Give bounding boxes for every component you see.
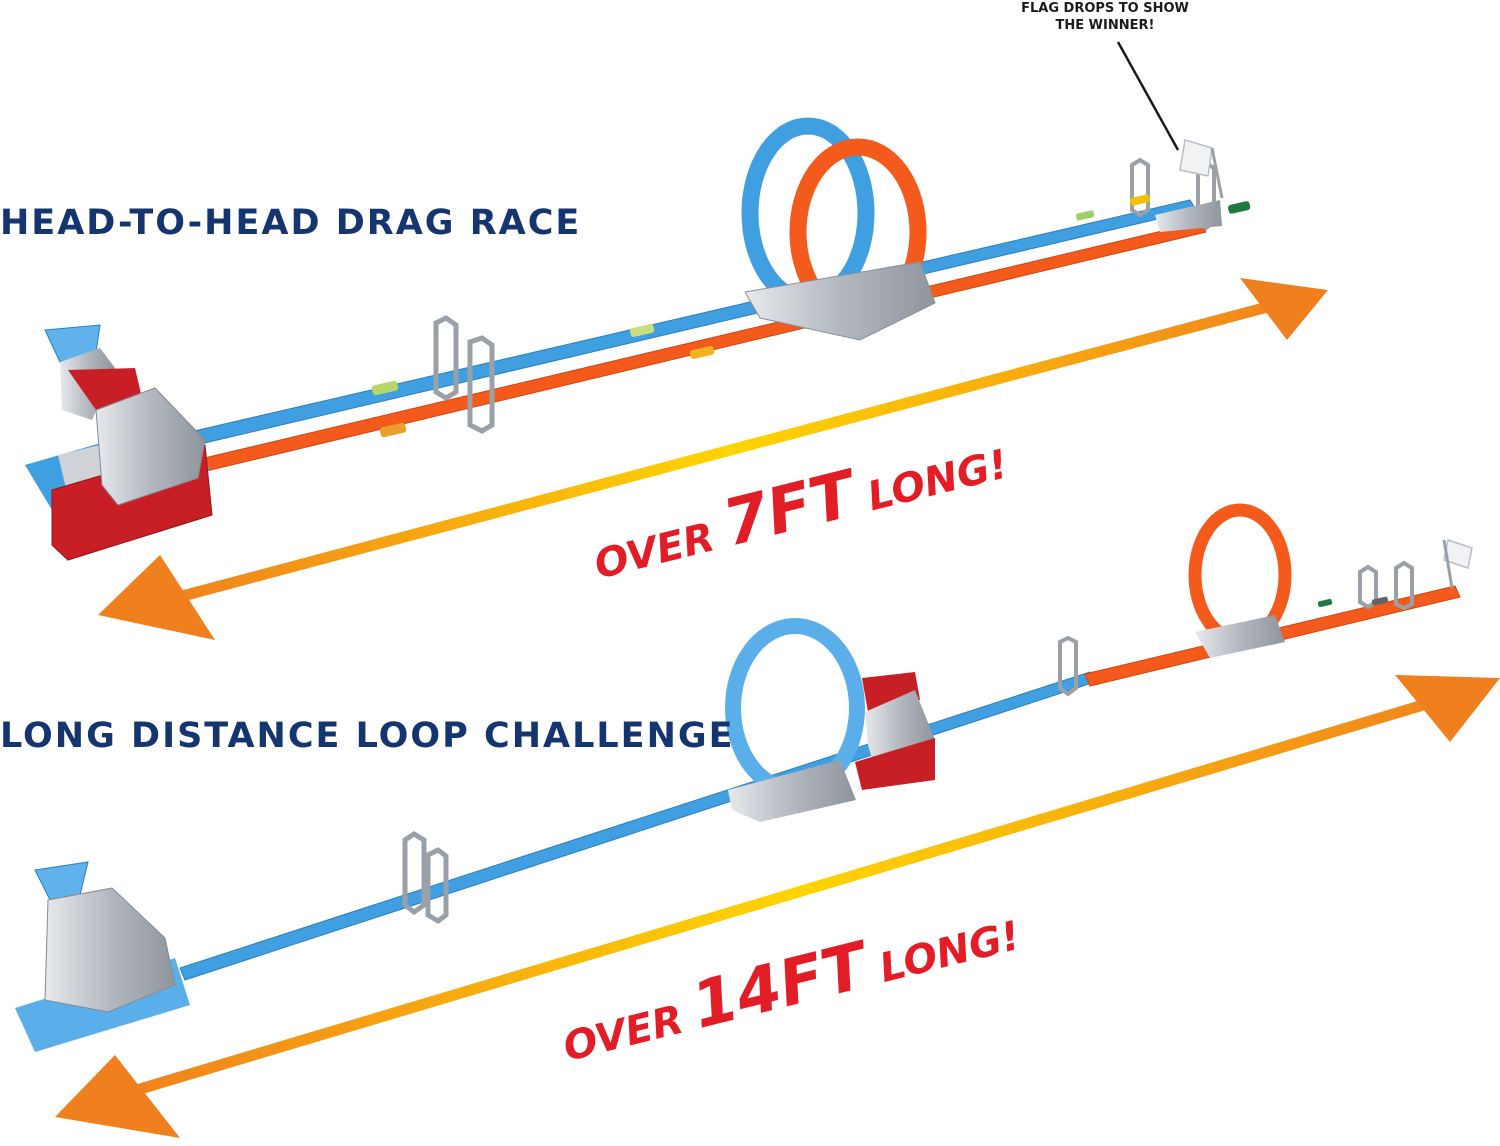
length-label-14ft-number: 14FT (685, 928, 878, 1044)
length-arrow-7ft (98, 278, 1328, 640)
callout-leader-line (1116, 41, 1180, 151)
flag-callout: FLAG DROPS TO SHOW THE WINNER! (1010, 0, 1200, 34)
length-label-7ft-number: 7FT (716, 457, 866, 562)
svg-text:OVER 14FT LONG!: OVER 14FT LONG! (553, 891, 1026, 1076)
length-arrow-14ft (55, 675, 1500, 1138)
length-label-7ft: OVER 7FT LONG! (585, 420, 1014, 594)
flag-callout-line-2: THE WINNER! (1055, 18, 1155, 33)
length-label-14ft: OVER 14FT LONG! (553, 891, 1026, 1076)
heading-drag-race: HEAD-TO-HEAD DRAG RACE (0, 203, 582, 243)
loop-challenge-track-set (15, 503, 1473, 1052)
svg-text:OVER 7FT LONG!: OVER 7FT LONG! (585, 420, 1014, 594)
length-label-7ft-post: LONG! (849, 441, 1012, 524)
drag-race-track-set (25, 117, 1251, 561)
length-label-7ft-pre: OVER (590, 511, 733, 588)
length-label-14ft-pre: OVER (559, 993, 702, 1070)
length-label-14ft-post: LONG! (862, 913, 1025, 996)
heading-loop-challenge: LONG DISTANCE LOOP CHALLENGE (0, 716, 735, 756)
flag-callout-line-1: FLAG DROPS TO SHOW (1021, 1, 1189, 16)
